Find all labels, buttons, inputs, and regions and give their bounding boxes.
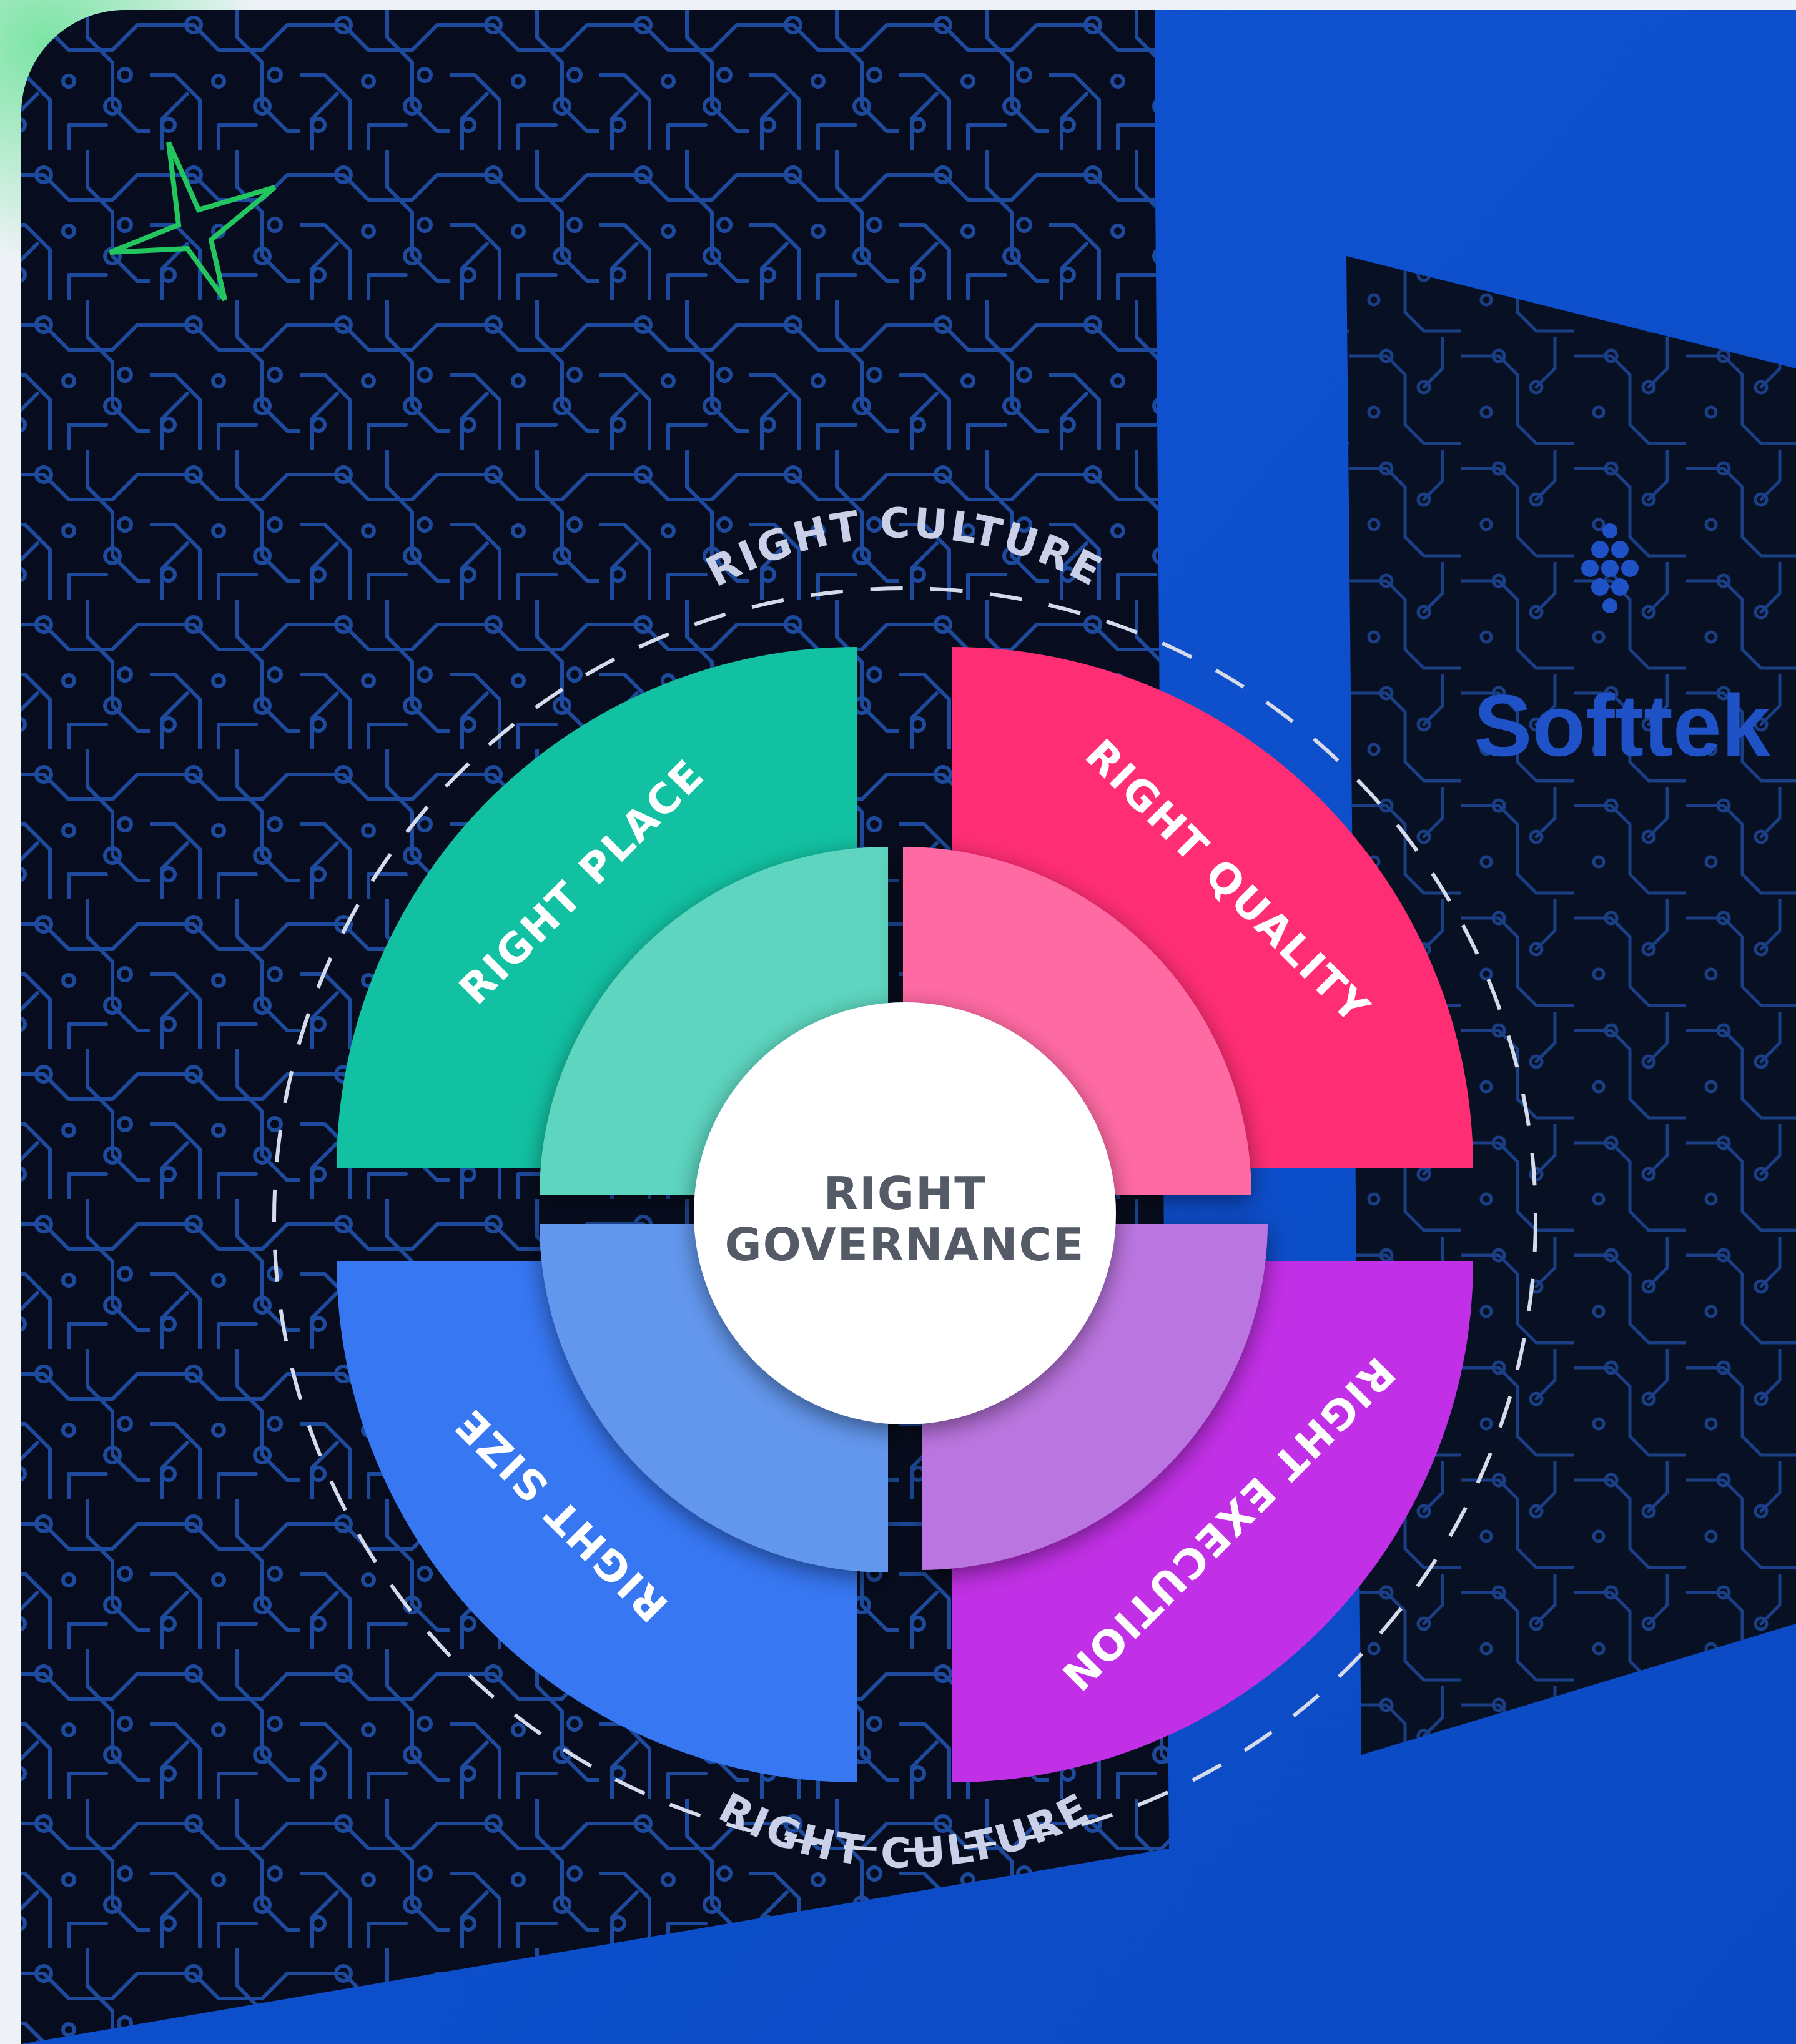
star-icon <box>109 141 277 302</box>
softtek-logo-icon <box>1581 523 1639 613</box>
center-line-2: GOVERNANCE <box>725 1218 1085 1271</box>
softtek-brand-text: Softtek <box>1474 676 1770 774</box>
center-line-1: RIGHT <box>824 1167 987 1220</box>
culture-ring <box>272 586 1537 1852</box>
center-circle <box>694 1002 1116 1424</box>
